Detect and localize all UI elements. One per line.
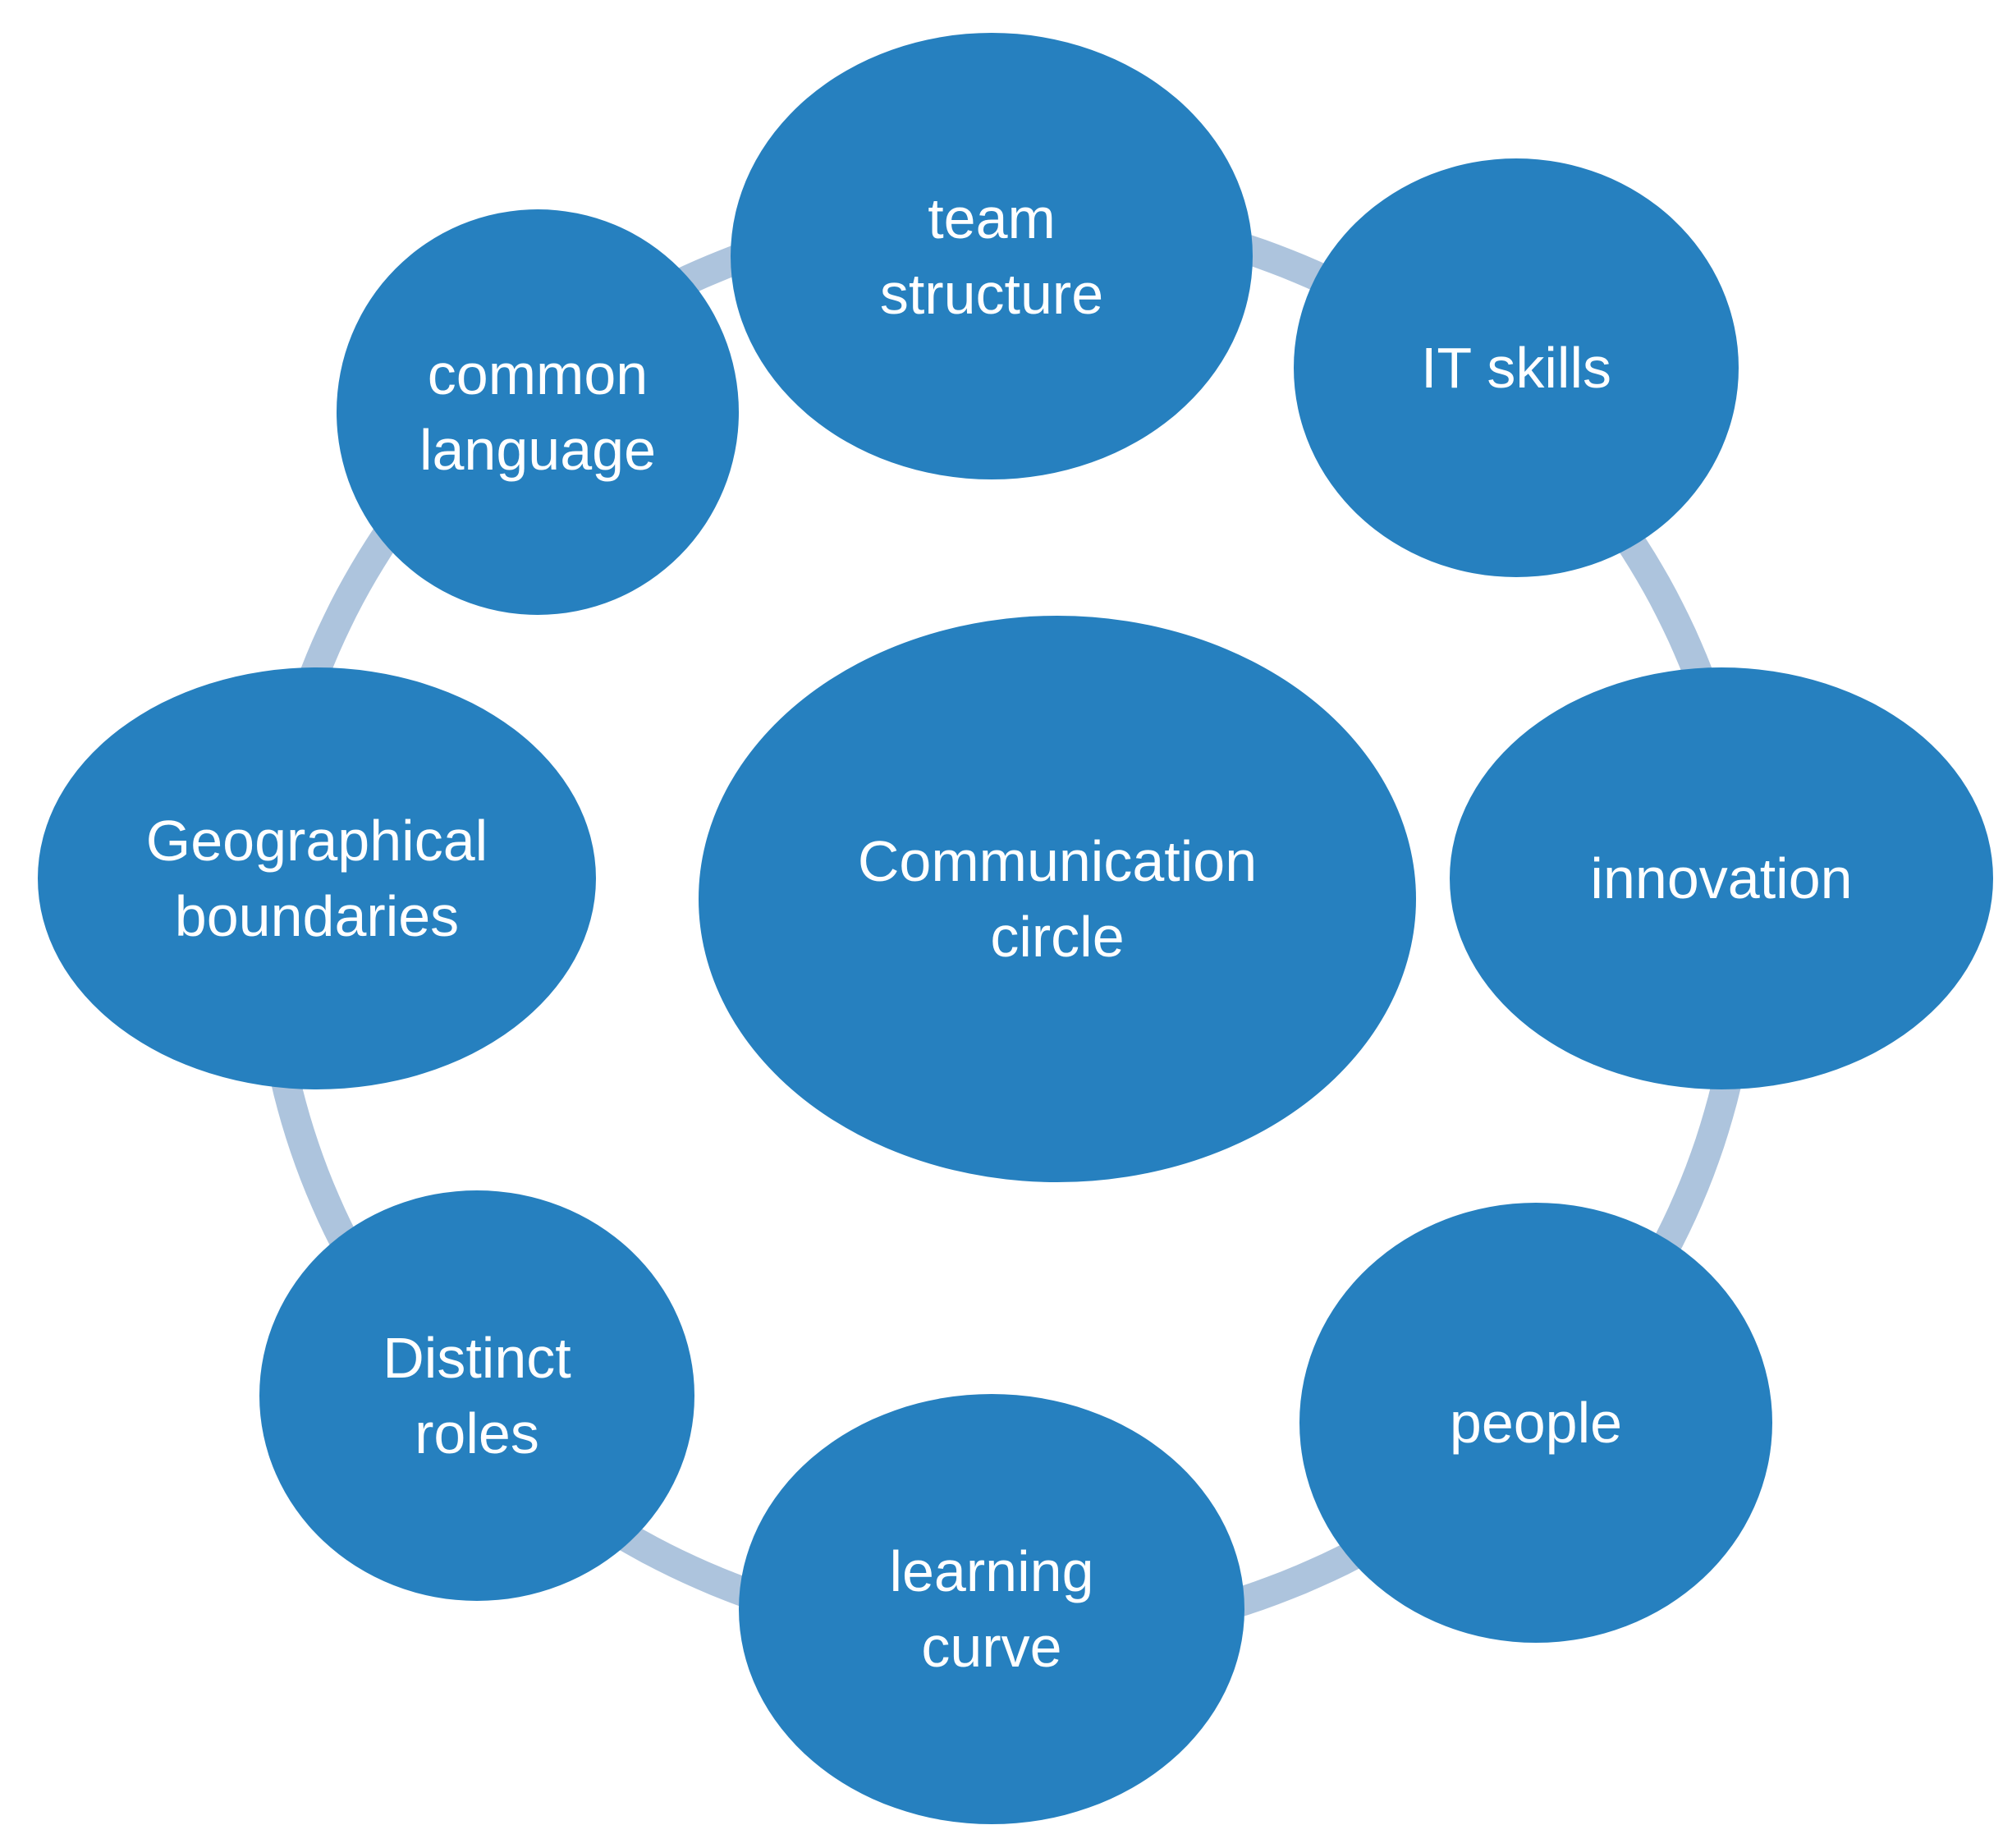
node-geographical-boundaries: Geographical boundaries [38, 667, 596, 1089]
node-label-line: language [419, 418, 656, 482]
node-label-line: Distinct [383, 1326, 571, 1390]
node-label-line: boundaries [175, 884, 459, 948]
node-it-skills: IT skills [1294, 158, 1739, 577]
node-label-line: people [1450, 1391, 1622, 1455]
center-node-communication-circle: Communication circle [699, 616, 1416, 1182]
node-distinct-roles: Distinct roles [259, 1190, 694, 1601]
node-ellipse [337, 209, 739, 615]
node-learning-curve: learning curve [739, 1394, 1244, 1824]
node-innovation: innovation [1450, 667, 1993, 1089]
node-people: people [1299, 1203, 1772, 1643]
node-ellipse [1450, 667, 1993, 1089]
node-common-language: common language [337, 209, 739, 615]
node-label-line: learning [889, 1539, 1093, 1603]
node-label-line: innovation [1590, 846, 1852, 910]
node-label-line: curve [921, 1615, 1061, 1679]
node-ellipse [259, 1190, 694, 1601]
node-ellipse [1299, 1203, 1772, 1643]
node-label-line: common [428, 342, 648, 406]
node-label-line: roles [415, 1401, 539, 1465]
node-team-structure: team structure [731, 33, 1253, 479]
node-ellipse [38, 667, 596, 1089]
node-label-line: IT skills [1421, 336, 1611, 400]
node-label-line: Geographical [146, 809, 488, 873]
node-ellipse [739, 1394, 1244, 1824]
center-node-ellipse [699, 616, 1416, 1182]
node-ellipse [731, 33, 1253, 479]
center-node-label-line: circle [990, 905, 1124, 969]
center-node-label-line: Communication [858, 829, 1257, 893]
node-label-line: structure [880, 262, 1103, 326]
node-label-line: team [928, 186, 1056, 250]
node-ellipse [1294, 158, 1739, 577]
node-layer: team structure IT skills innovation people le… [38, 33, 1993, 1824]
